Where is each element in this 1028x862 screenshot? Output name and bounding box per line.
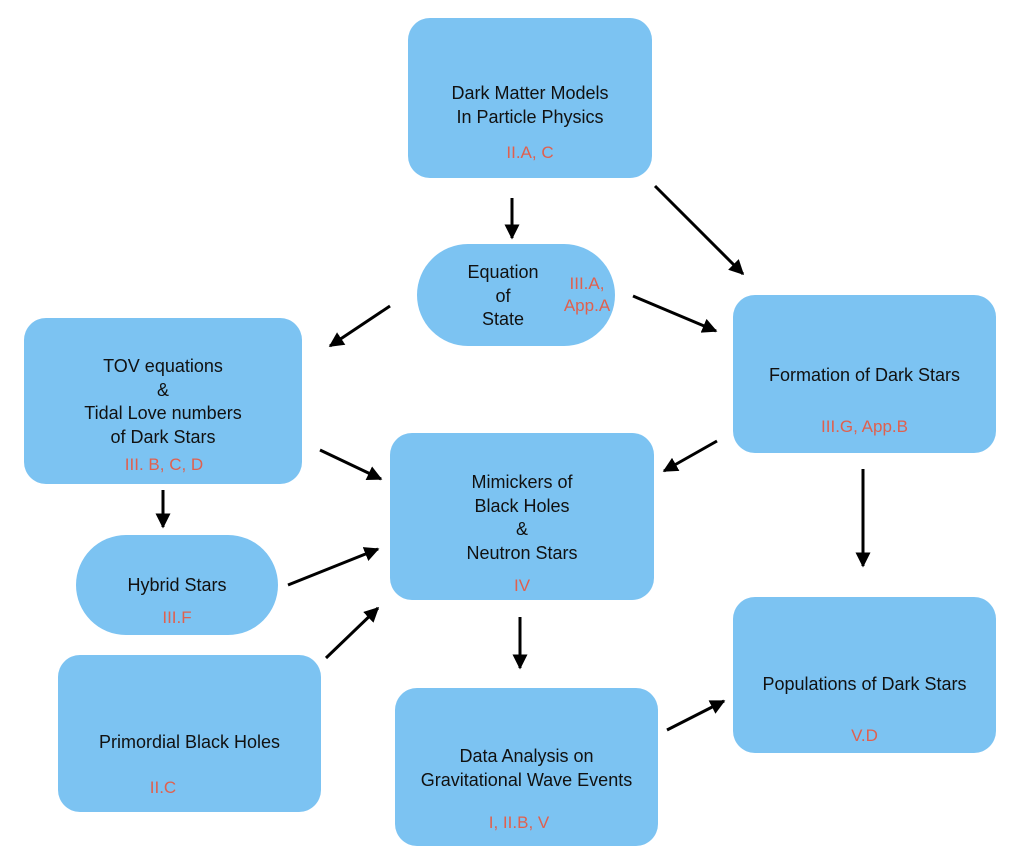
node-dark-matter-models: Dark Matter Models In Particle Physics I… <box>408 18 652 178</box>
node-mimickers: Mimickers of Black Holes & Neutron Stars… <box>390 433 654 600</box>
node-data-analysis-gw-label: Data Analysis on Gravitational Wave Even… <box>420 746 633 790</box>
node-populations-of-dark-stars-label: Populations of Dark Stars <box>762 674 967 694</box>
node-equation-of-state: Equation of State III.A, App.A <box>417 244 615 346</box>
node-populations-of-dark-stars-ref: V.D <box>851 726 878 745</box>
node-hybrid-stars-ref: III.F <box>162 608 192 627</box>
node-data-analysis-gw: Data Analysis on Gravitational Wave Even… <box>395 688 658 846</box>
arrow-tov-to-mimickers <box>319 448 383 481</box>
arrow-hybrid-to-mimickers <box>287 547 380 587</box>
node-hybrid-stars: Hybrid Stars III.F <box>76 535 278 635</box>
arrow-gw-to-populations <box>666 699 726 732</box>
node-formation-of-dark-stars-label: Formation of Dark Stars <box>768 365 961 385</box>
arrow-dm-to-formation <box>653 184 745 276</box>
node-primordial-black-holes-label: Primordial Black Holes <box>98 732 281 752</box>
node-primordial-black-holes: Primordial Black Holes II.C <box>58 655 321 812</box>
node-mimickers-ref: IV <box>513 576 531 595</box>
node-equation-of-state-ref: III.A, App.A <box>563 274 611 315</box>
node-hybrid-stars-label: Hybrid Stars <box>127 575 227 595</box>
node-primordial-black-holes-ref: II.C <box>149 778 177 797</box>
arrow-formation-to-mimickers <box>662 439 718 473</box>
arrow-eos-to-formation <box>632 294 718 333</box>
node-formation-of-dark-stars: Formation of Dark Stars III.G, App.B <box>733 295 996 453</box>
node-equation-of-state-label: Equation of State <box>467 262 539 329</box>
node-mimickers-label: Mimickers of Black Holes & Neutron Stars <box>466 472 578 563</box>
node-dark-matter-models-label: Dark Matter Models In Particle Physics <box>451 83 609 127</box>
node-populations-of-dark-stars: Populations of Dark Stars V.D <box>733 597 996 753</box>
node-dark-matter-models-ref: II.A, C <box>506 143 554 162</box>
node-data-analysis-gw-ref: I, II.B, V <box>488 813 550 832</box>
node-tov-equations-label: TOV equations & Tidal Love numbers of Da… <box>84 356 242 447</box>
node-tov-equations-ref: III. B, C, D <box>124 455 204 474</box>
node-tov-equations: TOV equations & Tidal Love numbers of Da… <box>24 318 302 484</box>
arrow-eos-to-tov <box>328 304 391 348</box>
node-formation-of-dark-stars-ref: III.G, App.B <box>821 417 908 436</box>
arrow-pbh-to-mimickers <box>324 606 380 660</box>
